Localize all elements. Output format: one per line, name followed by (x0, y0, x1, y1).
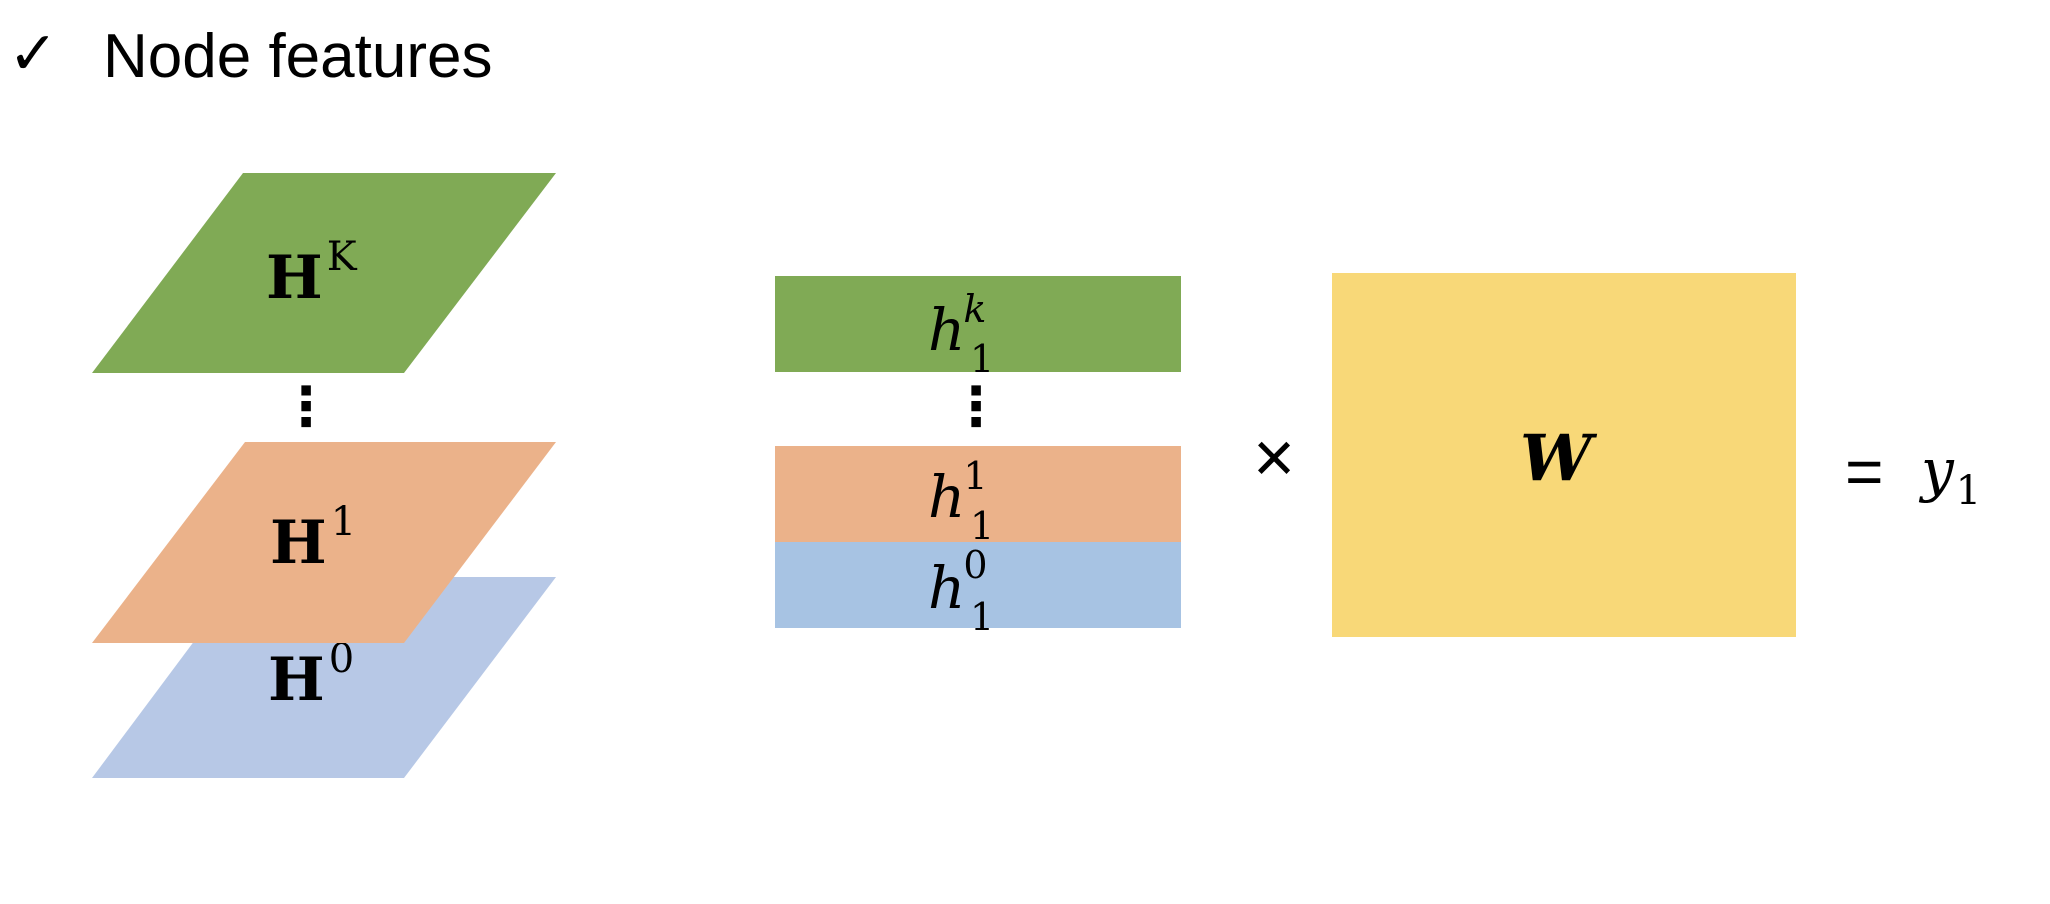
vector-h1-block (775, 446, 1181, 542)
weight-matrix-label: W (1520, 421, 1598, 496)
vector-hk-block (775, 276, 1181, 372)
multiply-icon: × (1253, 418, 1295, 498)
result: = y1 (1845, 434, 1981, 514)
page-title: Node features (103, 22, 492, 91)
vector-ellipsis: ⋮ (949, 377, 1003, 437)
vector-h0-block (775, 542, 1181, 628)
result-label: y1 (1918, 436, 1981, 514)
header: ✓ Node features (8, 20, 492, 91)
weight-matrix-block (1332, 273, 1796, 637)
layer-hk-plane (92, 173, 556, 373)
layer-h1-plane (92, 442, 556, 643)
checkmark-icon: ✓ (8, 20, 58, 87)
weight-matrix: W (1332, 273, 1796, 637)
equals-sign: = (1845, 434, 1884, 508)
layer-ellipsis: ⋮ (279, 377, 333, 437)
